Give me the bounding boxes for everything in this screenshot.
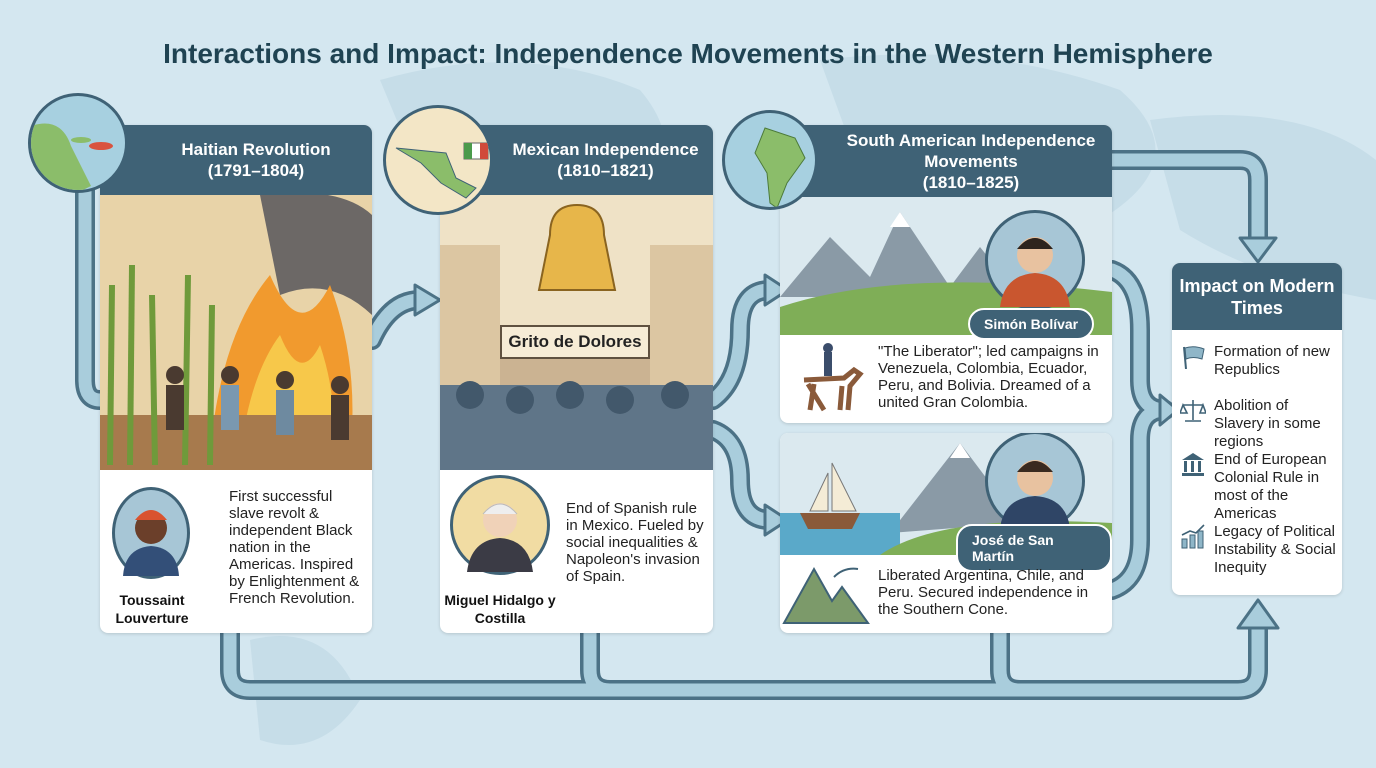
flag-icon xyxy=(1183,346,1205,369)
bolivar-panel: South American Independence Movements (1… xyxy=(780,125,1112,423)
mexico-card: Mexican Independence (1810–1821) Grito d… xyxy=(440,125,713,633)
impact-item: Abolition of Slavery in some regions xyxy=(1180,397,1342,451)
arrowhead xyxy=(413,283,442,317)
san-martin-portrait xyxy=(985,433,1085,531)
impact-item-label: Legacy of Political Instability & Social… xyxy=(1214,523,1336,576)
toussaint-name: Toussaint Louverture xyxy=(115,592,189,626)
haiti-dates: (1791–1804) xyxy=(207,161,305,180)
mexico-dates: (1810–1821) xyxy=(557,161,654,180)
south-america-dates: (1810–1825) xyxy=(922,172,1020,192)
caribbean-globe-icon xyxy=(28,93,128,193)
arrowhead xyxy=(1158,393,1180,427)
arrow-bottom-to-impact xyxy=(220,615,1268,700)
impact-card: Impact on Modern Times Formation of new … xyxy=(1172,263,1342,595)
impact-title: Impact on Modern Times xyxy=(1179,275,1335,318)
hidalgo-name: Miguel Hidalgo y Costilla xyxy=(444,592,556,626)
impact-item: End of European Colonial Rule in most of… xyxy=(1180,451,1342,523)
haiti-description: First successful slave revolt & independ… xyxy=(229,488,360,607)
san-martin-name: José de San Martín xyxy=(956,524,1112,572)
bolivar-portrait xyxy=(985,210,1085,310)
bolivar-description: "The Liberator"; led campaigns in Venezu… xyxy=(878,343,1099,411)
bar-chart-icon xyxy=(1181,524,1205,549)
scales-icon xyxy=(1180,400,1206,422)
san-martin-panel: José de San Martín Liberated Argentina, … xyxy=(780,433,1112,633)
revolt-illustration xyxy=(100,195,372,470)
south-america-title: South American Independence Movements xyxy=(846,130,1096,171)
south-america-header: South American Independence Movements (1… xyxy=(780,125,1112,197)
haiti-card: Haitian Revolution (1791–1804) Toussaint… xyxy=(100,125,372,633)
arrow-top-to-impact xyxy=(1102,150,1268,250)
san-martin-description: Liberated Argentina, Chile, and Peru. Se… xyxy=(878,567,1089,618)
bolivar-name: Simón Bolívar xyxy=(968,308,1095,340)
mexico-map-icon xyxy=(383,105,493,215)
haiti-header: Haitian Revolution (1791–1804) xyxy=(100,125,372,195)
mexico-description: End of Spanish rule in Mexico. Fueled by… xyxy=(566,500,704,585)
arrowhead xyxy=(1238,236,1278,264)
toussaint-portrait xyxy=(112,487,190,579)
grito-banner: Grito de Dolores xyxy=(500,325,650,359)
impact-item: Legacy of Political Instability & Social… xyxy=(1180,523,1342,577)
government-building-icon xyxy=(1182,453,1204,476)
impact-item-label: Abolition of Slavery in some regions xyxy=(1214,397,1321,450)
impact-item-label: Formation of new Republics xyxy=(1214,343,1330,378)
page-title: Interactions and Impact: Independence Mo… xyxy=(163,38,1213,69)
impact-header: Impact on Modern Times xyxy=(1172,263,1342,330)
impact-item-label: End of European Colonial Rule in most of… xyxy=(1214,451,1327,522)
mexico-title: Mexican Independence xyxy=(512,140,699,159)
haiti-title: Haitian Revolution xyxy=(181,140,331,159)
mountain-crossing-icon xyxy=(782,566,870,624)
arrowhead xyxy=(763,503,790,537)
impact-item: Formation of new Republics xyxy=(1180,343,1342,379)
arrowhead xyxy=(763,273,790,307)
south-america-globe-icon xyxy=(722,110,818,210)
hidalgo-portrait xyxy=(450,475,550,575)
horse-rider-icon xyxy=(803,343,864,412)
arrowhead xyxy=(1236,598,1280,630)
